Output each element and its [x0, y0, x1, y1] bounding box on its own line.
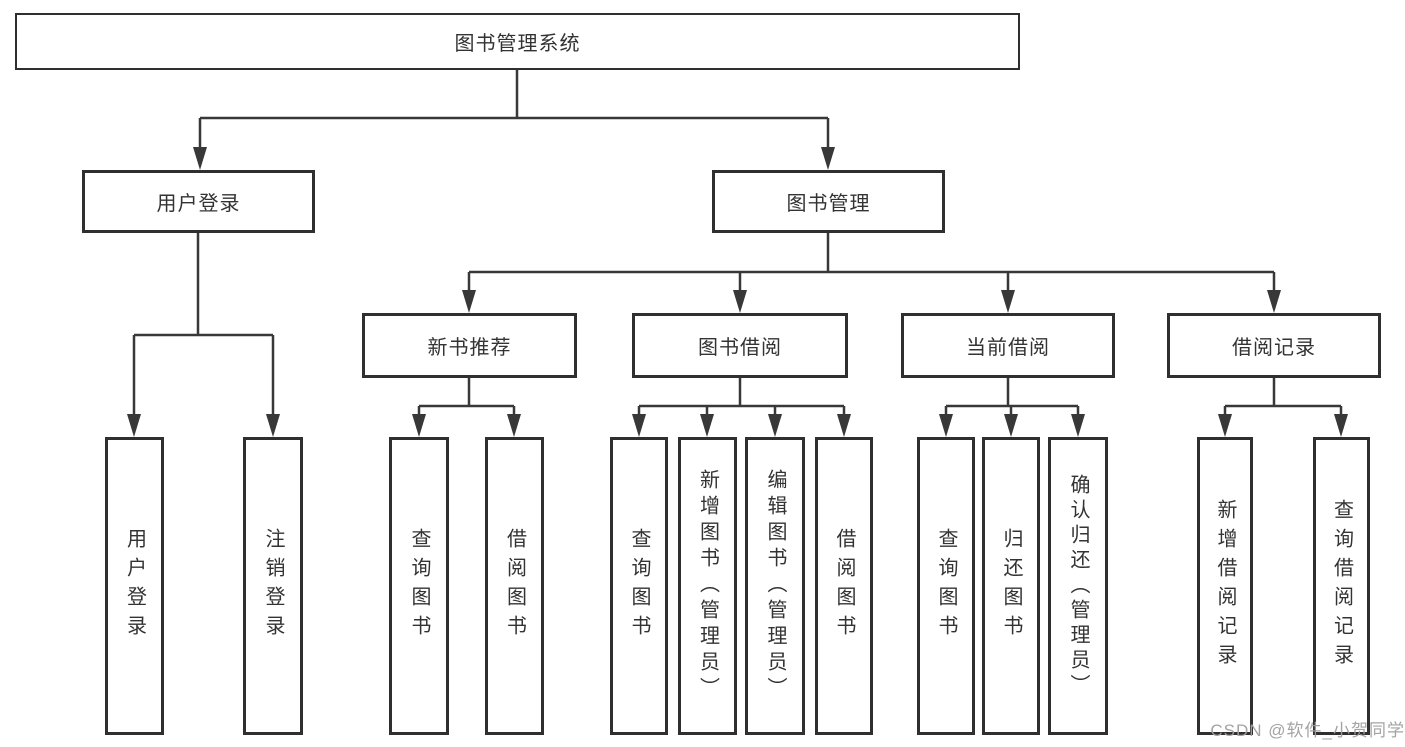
leaf-edit-book-admin-label: 编辑图书（管理员） — [764, 469, 786, 703]
leaf-query-book-1: 查询图书 — [389, 437, 449, 735]
leaf-query-borrow-record-label: 查询借阅记录 — [1330, 499, 1353, 673]
leaf-borrow-book-2: 借阅图书 — [815, 437, 873, 735]
leaf-user-login: 用户登录 — [105, 437, 164, 735]
node-book-borrowing: 图书借阅 — [632, 313, 848, 378]
leaf-confirm-return-admin-label: 确认归还（管理员） — [1067, 473, 1089, 699]
leaf-query-book-3-label: 查询图书 — [935, 528, 957, 644]
node-root-library-system: 图书管理系统 — [15, 13, 1020, 70]
leaf-query-borrow-record: 查询借阅记录 — [1313, 437, 1370, 735]
node-book-management: 图书管理 — [712, 170, 945, 233]
leaf-borrow-book-1: 借阅图书 — [485, 437, 544, 735]
leaf-query-book-3: 查询图书 — [917, 437, 975, 735]
node-new-book-recommend: 新书推荐 — [362, 313, 577, 378]
leaf-query-book-1-label: 查询图书 — [408, 528, 430, 644]
leaf-borrow-book-2-label: 借阅图书 — [833, 528, 855, 644]
leaf-add-borrow-record: 新增借阅记录 — [1197, 437, 1253, 735]
csdn-watermark: CSDN @软件_小贺同学 — [1210, 721, 1405, 740]
leaf-query-book-2-label: 查询图书 — [628, 528, 650, 644]
leaf-return-book-label: 归还图书 — [1000, 528, 1022, 644]
leaf-return-book: 归还图书 — [982, 437, 1040, 735]
node-borrowing-records: 借阅记录 — [1167, 313, 1381, 378]
leaf-logout-label: 注销登录 — [262, 528, 284, 644]
leaf-edit-book-admin: 编辑图书（管理员） — [745, 437, 805, 735]
leaf-user-login-label: 用户登录 — [123, 528, 146, 644]
leaf-add-book-admin: 新增图书（管理员） — [678, 437, 737, 735]
leaf-add-borrow-record-label: 新增借阅记录 — [1214, 499, 1236, 673]
arrowheads — [127, 147, 1348, 437]
node-current-borrowing: 当前借阅 — [901, 313, 1115, 378]
leaf-borrow-book-1-label: 借阅图书 — [503, 528, 526, 644]
leaf-confirm-return-admin: 确认归还（管理员） — [1048, 437, 1108, 735]
leaf-query-book-2: 查询图书 — [610, 437, 668, 735]
node-user-login: 用户登录 — [82, 170, 315, 233]
leaf-logout: 注销登录 — [243, 437, 303, 735]
leaf-add-book-admin-label: 新增图书（管理员） — [696, 469, 719, 703]
